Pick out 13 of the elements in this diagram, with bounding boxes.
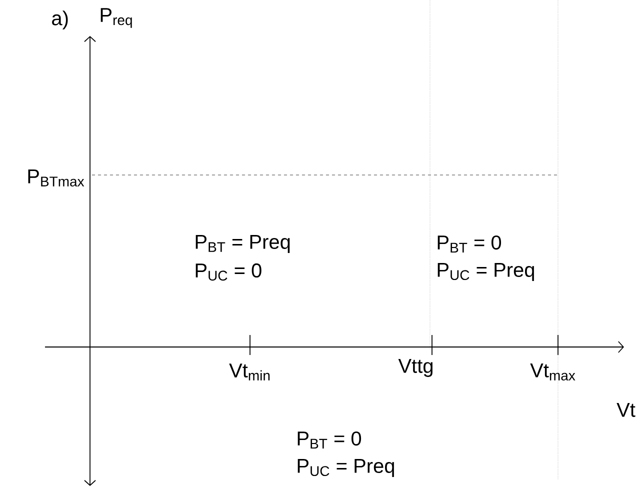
tick-label: Vt$_{max}$ [530,364,576,380]
region-label: P$_{UC}$ = Preq [438,263,534,281]
panel-label: a) [52,10,68,30]
region-label: P$_{UC}$ = 0 [196,263,262,281]
axis-label: P$_{req}$ [100,8,132,28]
axis-label: P$_{BTmax}$ [28,170,84,186]
region-label: P$_{BT}$ = 0 [298,431,362,449]
region-label: P$_{BT}$ = Preq [196,235,290,253]
tick-label: Vt$_{min}$ [229,364,270,380]
region-label: P$_{UC}$ = Preq [298,459,394,477]
axis-label: Vt [616,403,636,417]
region-label: P$_{BT}$ = 0 [438,235,502,253]
tick-label: Vttg [398,359,432,377]
